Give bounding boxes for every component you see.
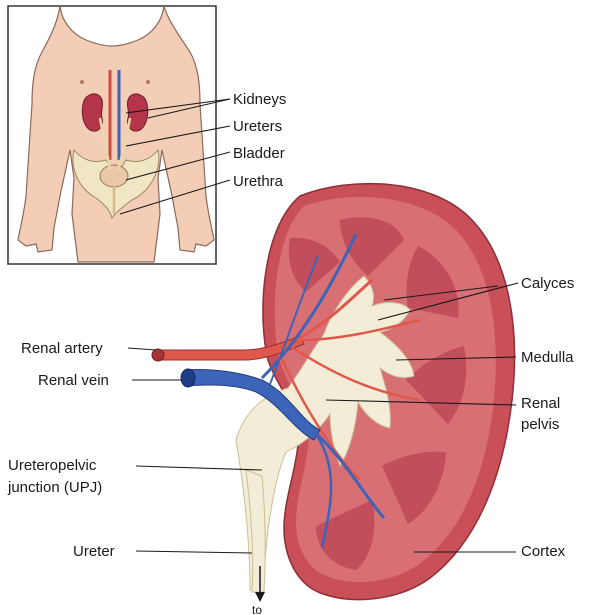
nipple-right [146, 80, 150, 84]
label-cortex: Cortex [521, 543, 566, 560]
label-renal-pelvis-1: Renal [521, 395, 560, 412]
renal-artery-opening [152, 349, 164, 361]
label-renal-vein: Renal vein [38, 372, 109, 389]
renal-vein-opening [181, 369, 195, 387]
label-bladder: Bladder [233, 145, 285, 162]
bladder-shape [100, 165, 128, 187]
label-upj-2: junction (UPJ) [7, 479, 102, 496]
label-upj-1: Ureteropelvic [8, 457, 97, 474]
label-to-bladder: to [252, 603, 262, 615]
label-calyces: Calyces [521, 275, 574, 292]
inset-kidney-left [82, 94, 102, 131]
label-urethra: Urethra [233, 173, 284, 190]
label-renal-artery: Renal artery [21, 340, 103, 357]
arrow-down-icon [255, 592, 265, 602]
label-kidneys: Kidneys [233, 91, 286, 108]
label-ureters: Ureters [233, 118, 282, 135]
leader-ureter [136, 551, 252, 553]
label-ureter: Ureter [73, 543, 115, 560]
label-renal-pelvis-2: pelvis [521, 416, 559, 433]
leader-renal-artery [128, 348, 156, 350]
nipple-left [80, 80, 84, 84]
label-medulla: Medulla [521, 349, 574, 366]
